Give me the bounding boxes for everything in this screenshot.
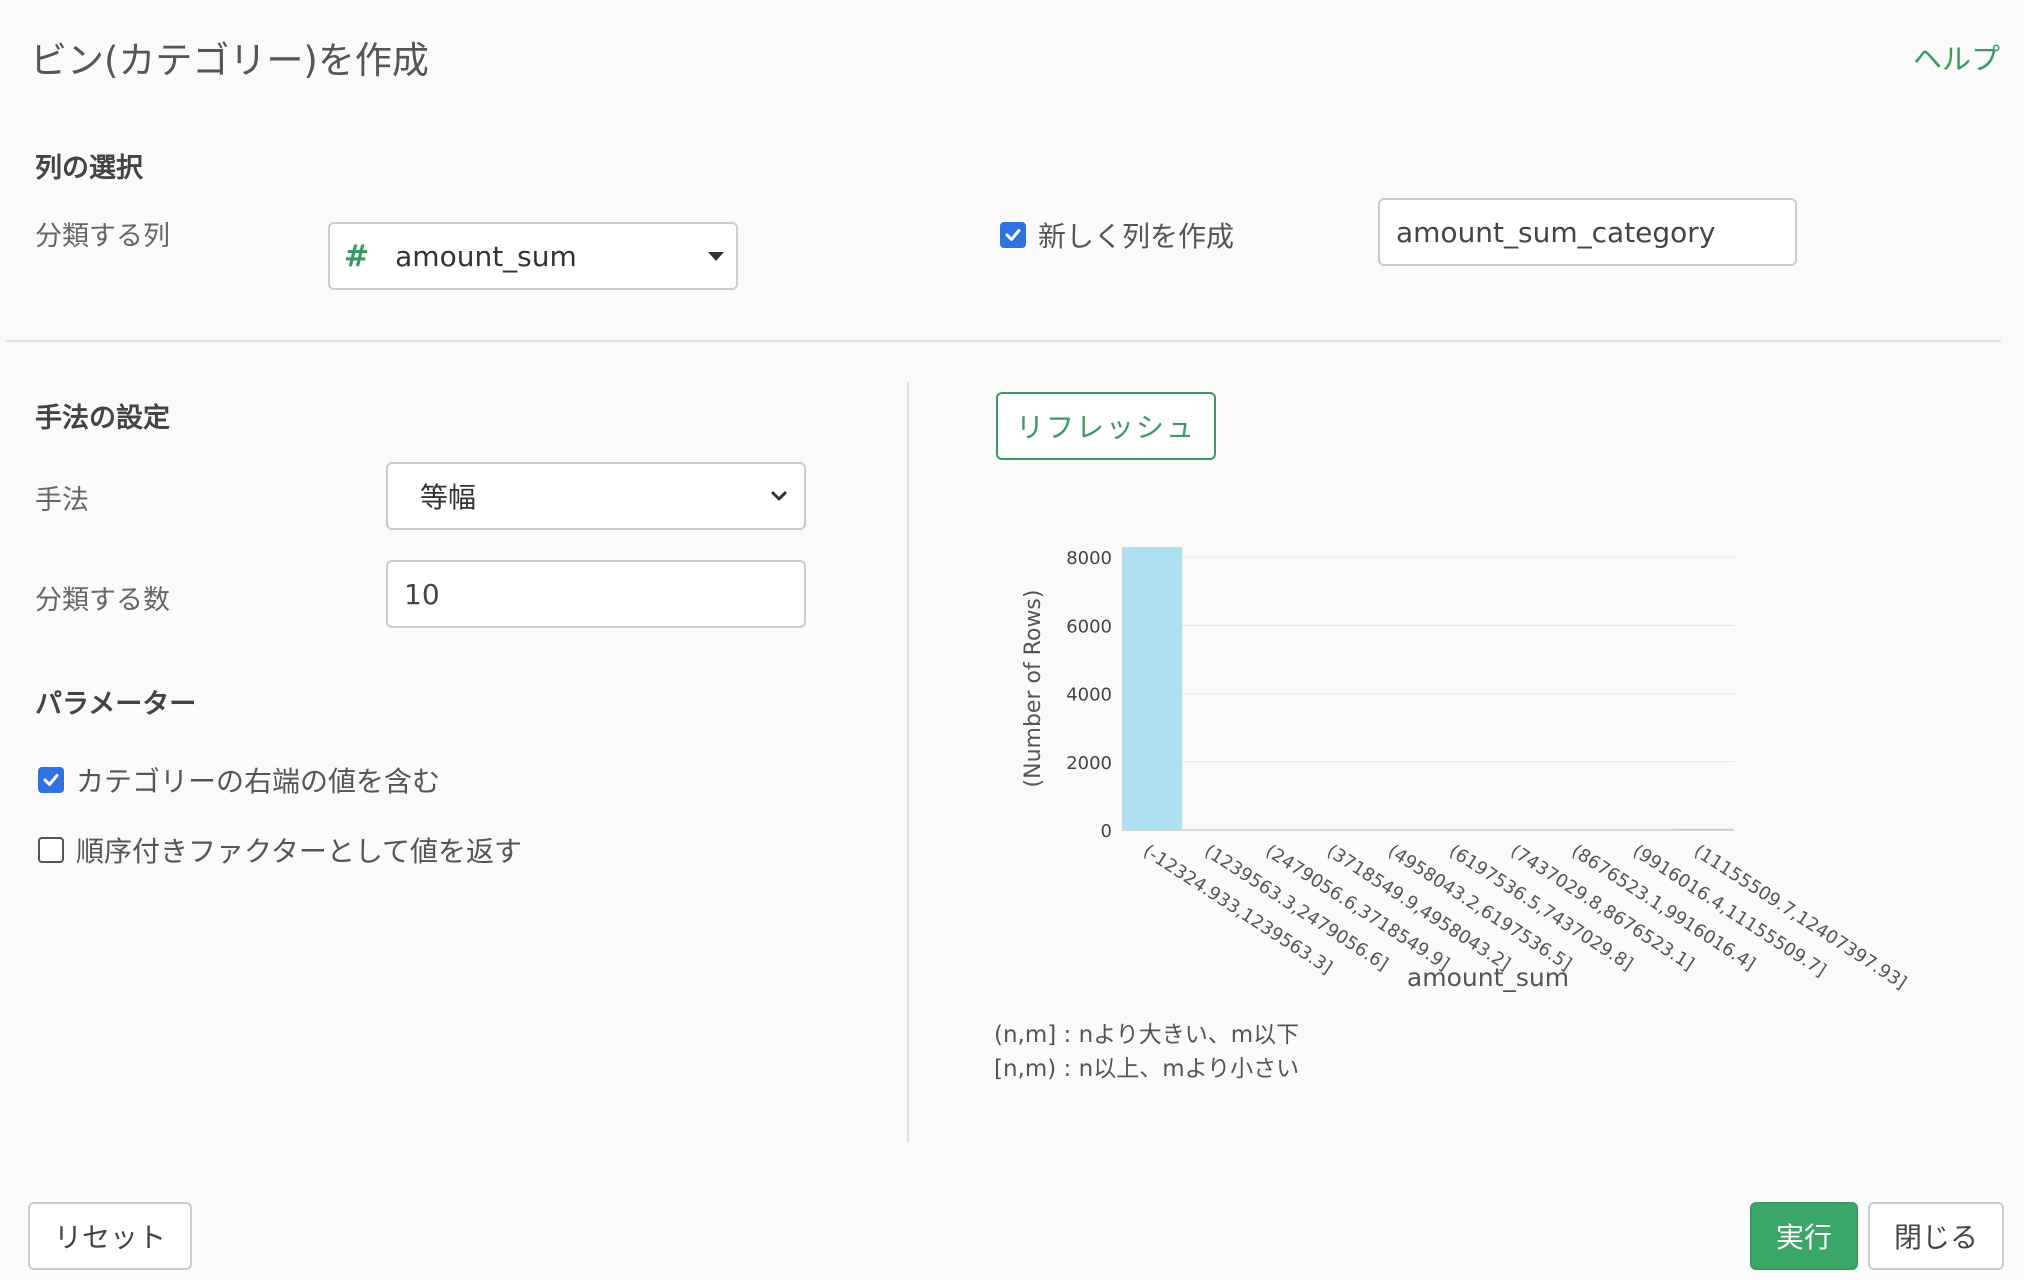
interval-note-open-closed: (n,m] : nより大きい、m以下 (994, 1022, 1300, 1048)
method-section-heading: 手法の設定 (35, 403, 170, 434)
y-tick-label: 4000 (1066, 685, 1112, 706)
grid-lines (1122, 556, 1734, 831)
y-tick-label: 2000 (1066, 753, 1112, 774)
run-button[interactable]: 実行 (1750, 1202, 1858, 1270)
column-select[interactable]: # amount_sum (328, 222, 738, 290)
y-tick-label: 0 (1101, 821, 1112, 842)
caret-down-icon (708, 251, 724, 261)
ordered-factor-label: 順序付きファクターとして値を返す (76, 835, 523, 868)
new-column-name-value: amount_sum_category (1396, 215, 1716, 249)
new-column-checkbox[interactable] (1000, 222, 1026, 248)
section-divider (6, 340, 2001, 342)
ordered-factor-checkbox[interactable] (38, 837, 64, 863)
column-select-value: amount_sum (395, 239, 577, 273)
refresh-button[interactable]: リフレッシュ (996, 392, 1216, 460)
dialog-title: ビン(カテゴリー)を作成 (30, 39, 429, 82)
count-input[interactable]: 10 (386, 560, 806, 628)
reset-button[interactable]: リセット (28, 1202, 192, 1270)
check-icon (1005, 229, 1021, 241)
param-section-heading: パラメーター (35, 689, 197, 720)
include-right-checkbox[interactable] (38, 767, 64, 793)
y-axis-label: (Number of Rows) (1021, 590, 1046, 788)
y-tick-label: 6000 (1066, 616, 1112, 637)
bars (1122, 547, 1733, 830)
bar-0 (1122, 547, 1183, 830)
include-right-option[interactable]: カテゴリーの右端の値を含む (38, 760, 440, 800)
y-axis-ticks: 0 2000 4000 6000 8000 (1066, 548, 1112, 842)
check-icon (43, 774, 59, 786)
histogram-chart: 0 2000 4000 6000 8000 (-12324.933,1239563.3]… (1021, 547, 1910, 994)
ordered-factor-option[interactable]: 順序付きファクターとして値を返す (38, 830, 522, 870)
column-section-heading: 列の選択 (35, 153, 143, 184)
close-button[interactable]: 閉じる (1868, 1202, 2004, 1270)
include-right-label: カテゴリーの右端の値を含む (76, 765, 441, 798)
new-column-option[interactable]: 新しく列を作成 (1000, 215, 1234, 255)
interval-notes: (n,m] : nより大きい、m以下 [n,m) : n以上、mより小さい (994, 1018, 1299, 1086)
numeric-type-icon: # (344, 238, 370, 274)
x-axis-label: amount_sum (1407, 963, 1569, 992)
method-label: 手法 (35, 485, 89, 516)
count-value: 10 (404, 577, 440, 611)
panel-divider (907, 382, 909, 1142)
count-label: 分類する数 (35, 585, 170, 616)
x-axis-ticks: (-12324.933,1239563.3](1239563.3,2479056… (1139, 841, 1910, 994)
method-select-value: 等幅 (420, 481, 477, 514)
new-column-label: 新しく列を作成 (1038, 220, 1235, 253)
interval-note-closed-open: [n,m) : n以上、mより小さい (994, 1056, 1300, 1082)
help-link[interactable]: ヘルプ (1913, 42, 2001, 76)
y-tick-label: 8000 (1066, 548, 1112, 569)
column-label: 分類する列 (35, 221, 170, 252)
new-column-name-input[interactable]: amount_sum_category (1378, 198, 1797, 266)
chevron-down-icon (771, 491, 787, 501)
method-select[interactable]: 等幅 (386, 462, 806, 530)
